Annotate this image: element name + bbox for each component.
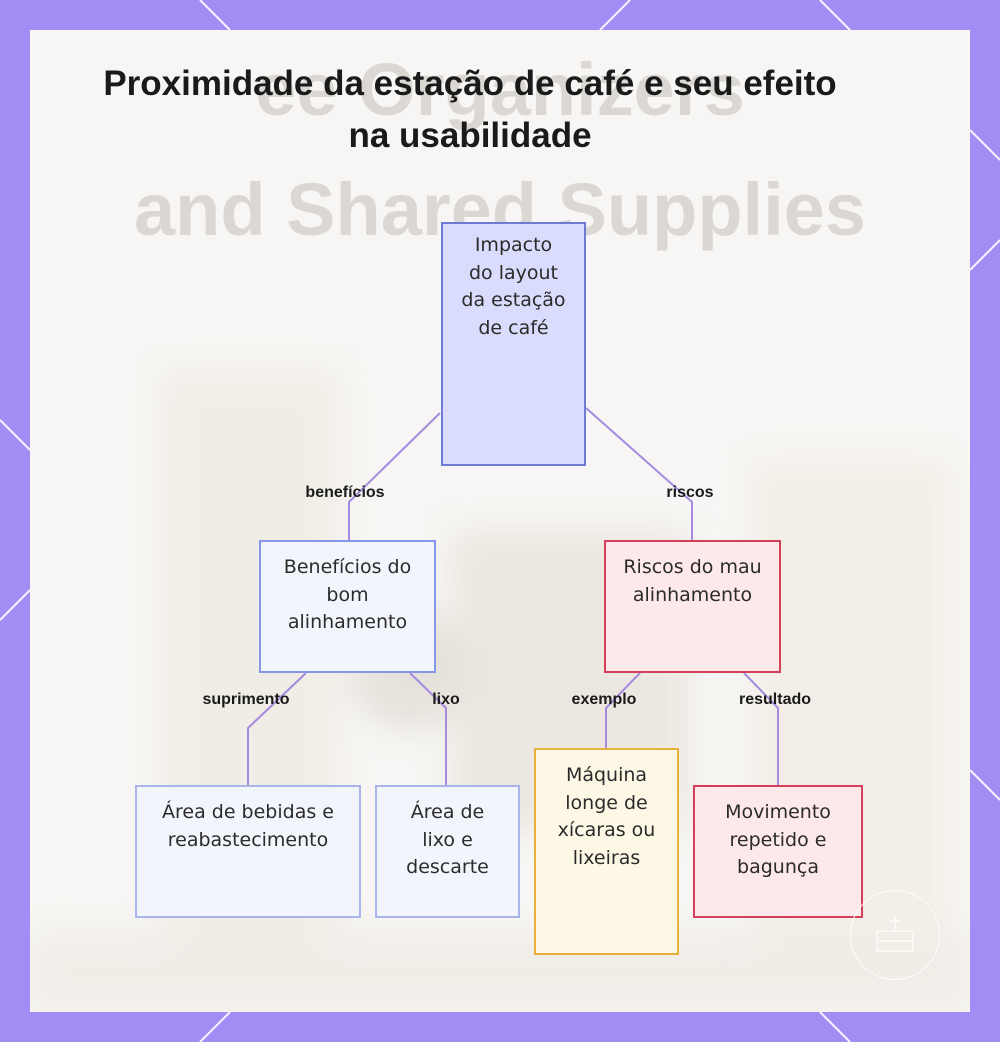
edge-risks-movement: [743, 672, 779, 785]
edge-label-example: exemplo: [571, 691, 637, 708]
node-drinks: Área de bebidas e reabastecimento: [135, 785, 361, 918]
node-machine: Máquina longe de xícaras ou lixeiras: [534, 748, 679, 955]
edge-label-trash: lixo: [432, 691, 460, 708]
node-risks: Riscos do mau alinhamento: [604, 540, 781, 673]
page-title: Proximidade da estação de café e seu efe…: [103, 64, 837, 155]
background-watermark: ee Organizers and Shared Supplies: [134, 48, 866, 251]
node-benefits: Benefícios do bom alinhamento: [259, 540, 436, 673]
edge-benefits-trash: [409, 672, 447, 785]
edge-risks-machine: [605, 672, 641, 748]
watermark-logo-icon: [850, 890, 940, 980]
edge-root-benefits: [348, 412, 441, 540]
edge-label-risks: riscos: [666, 484, 714, 501]
edge-label-benefits: benefícios: [305, 484, 385, 501]
node-movement: Movimento repetido e bagunça: [693, 785, 863, 918]
edge-benefits-drinks: [247, 672, 307, 785]
node-trash: Área de lixo e descarte: [375, 785, 520, 918]
edge-label-supply: suprimento: [202, 691, 290, 708]
node-root: Impacto do layout da estação de café: [441, 222, 586, 466]
edge-label-result: resultado: [738, 691, 812, 708]
edge-root-risks: [585, 407, 693, 540]
